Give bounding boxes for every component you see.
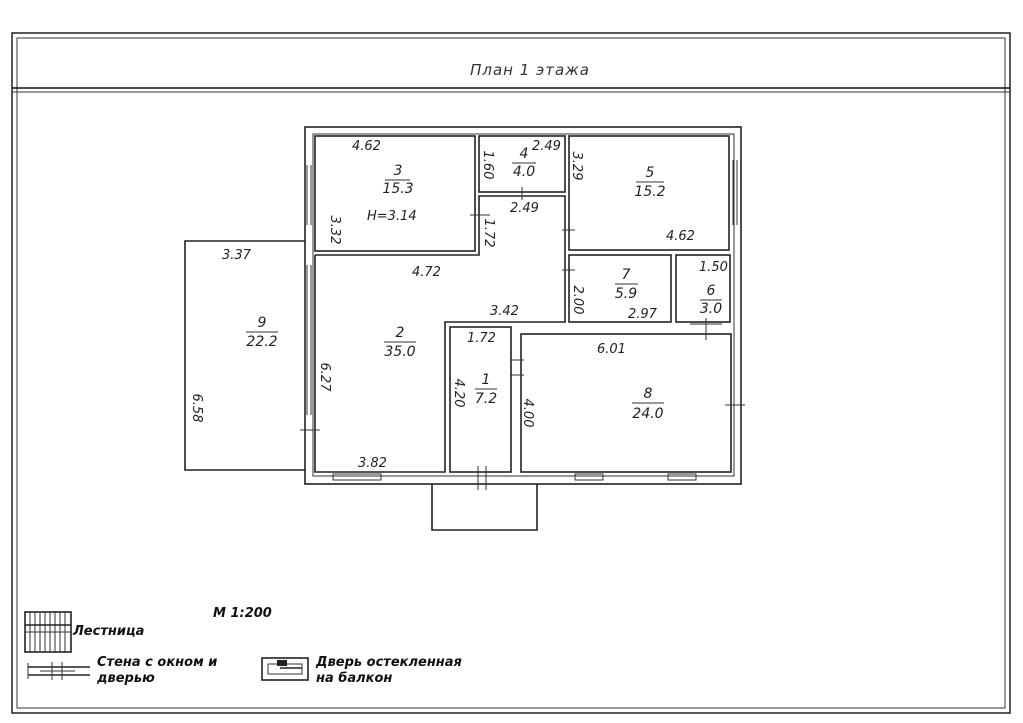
svg-text:4: 4 — [520, 146, 529, 162]
svg-text:4.62: 4.62 — [352, 139, 381, 154]
svg-text:6.27: 6.27 — [317, 363, 332, 393]
svg-text:3.82: 3.82 — [358, 456, 387, 471]
svg-text:4.0: 4.0 — [513, 164, 535, 180]
svg-text:1.72: 1.72 — [481, 219, 496, 248]
stairs-legend-icon — [24, 611, 72, 653]
svg-text:3: 3 — [394, 163, 403, 179]
svg-text:4.00: 4.00 — [520, 399, 535, 428]
scale-label: М 1:200 — [213, 606, 272, 621]
room-label-5: 5 15.2 — [634, 165, 665, 200]
building-walls — [184, 126, 742, 531]
wall-legend-label-1: Стена с окном и — [97, 655, 217, 670]
svg-text:35.0: 35.0 — [384, 344, 415, 360]
svg-text:1: 1 — [482, 372, 491, 388]
svg-text:7.2: 7.2 — [475, 391, 497, 407]
svg-text:3.32: 3.32 — [327, 216, 342, 245]
svg-text:2.00: 2.00 — [570, 286, 585, 315]
room-label-9: 9 22.2 — [246, 315, 278, 350]
door-legend-label-1: Дверь остекленная — [315, 655, 462, 670]
room-3-height: Н=3.14 — [367, 209, 417, 224]
svg-text:1.72: 1.72 — [467, 331, 496, 346]
svg-text:15.2: 15.2 — [634, 184, 665, 200]
svg-text:2.97: 2.97 — [628, 307, 658, 322]
svg-text:9: 9 — [258, 315, 267, 331]
room-label-1: 1 7.2 — [475, 372, 497, 407]
room-label-7: 7 5.9 — [615, 267, 638, 302]
svg-text:3.37: 3.37 — [222, 248, 252, 263]
wall-legend-icon — [27, 662, 90, 680]
svg-text:4.62: 4.62 — [666, 229, 695, 244]
svg-text:3.0: 3.0 — [700, 301, 722, 317]
svg-text:5: 5 — [646, 165, 655, 181]
svg-text:6: 6 — [707, 283, 716, 299]
wall-legend-label-2: дверью — [96, 671, 155, 686]
svg-text:3.42: 3.42 — [490, 304, 519, 319]
svg-text:1.50: 1.50 — [699, 260, 728, 275]
sheet-inner-frame — [16, 37, 1006, 709]
svg-text:2.49: 2.49 — [532, 139, 561, 154]
openings — [300, 160, 745, 490]
svg-text:4.72: 4.72 — [412, 265, 441, 280]
svg-text:4.20: 4.20 — [451, 379, 466, 408]
svg-text:2.49: 2.49 — [510, 201, 539, 216]
room-label-3: 3 15.3 — [382, 163, 413, 197]
svg-text:5.9: 5.9 — [615, 286, 637, 302]
sheet-frame — [11, 32, 1011, 714]
room-label-2: 2 35.0 — [384, 325, 416, 360]
svg-text:6.58: 6.58 — [189, 394, 204, 423]
stairs-legend-label: Лестница — [72, 624, 144, 639]
svg-text:2: 2 — [396, 325, 405, 341]
svg-text:1.60: 1.60 — [480, 151, 495, 180]
room-label-8: 8 24.0 — [632, 386, 664, 422]
dimension-labels: 4.62 3.32 2.49 1.60 2.49 1.72 3.29 4.62 … — [189, 139, 728, 471]
svg-text:3.29: 3.29 — [569, 152, 584, 181]
svg-text:22.2: 22.2 — [246, 334, 277, 350]
svg-text:6.01: 6.01 — [597, 342, 626, 357]
svg-text:7: 7 — [622, 267, 631, 283]
svg-text:24.0: 24.0 — [632, 406, 663, 422]
door-legend-label-2: на балкон — [316, 671, 392, 686]
door-legend-icon — [261, 657, 309, 681]
svg-text:15.3: 15.3 — [382, 181, 413, 197]
room-label-6: 6 3.0 — [700, 283, 722, 317]
room-label-4: 4 4.0 — [512, 146, 536, 180]
plan-title: План 1 этажа — [470, 61, 590, 79]
svg-text:8: 8 — [644, 386, 653, 402]
